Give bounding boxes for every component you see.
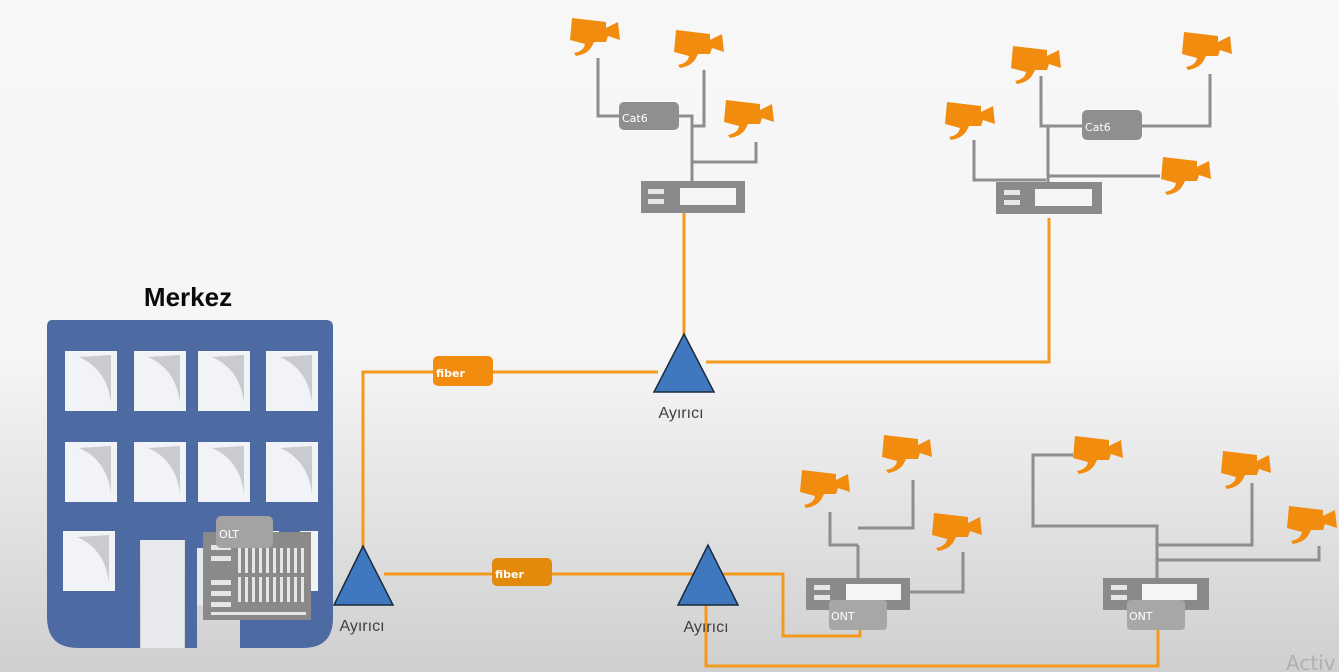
camera-icon xyxy=(1011,46,1061,84)
window xyxy=(65,351,117,411)
olt-port-bar xyxy=(259,548,262,573)
window xyxy=(266,442,318,502)
window xyxy=(134,351,186,411)
window xyxy=(63,531,115,591)
fiber-hq-to-top-splitter xyxy=(361,370,658,550)
splitter-hq: Ayırıcı xyxy=(332,544,395,635)
olt-port-bar xyxy=(238,577,241,602)
fiber-tag-top: fiber xyxy=(433,356,493,386)
olt-port-bar xyxy=(252,548,255,573)
ont-tag xyxy=(829,600,887,630)
activation-watermark: Activ xyxy=(1286,651,1336,672)
olt-port-bar xyxy=(259,577,262,602)
window xyxy=(65,442,117,502)
olt-port-bar xyxy=(294,548,297,573)
ont-label: ONT xyxy=(1129,610,1153,623)
olt-device: OLT xyxy=(203,516,311,620)
ont-right: ONT xyxy=(1103,578,1209,630)
camera-group-bottom-right xyxy=(1073,436,1337,544)
olt-port-bar xyxy=(287,548,290,573)
cat6-label: Cat6 xyxy=(622,112,648,125)
olt-ports xyxy=(238,548,304,602)
camera-icon xyxy=(800,470,850,508)
camera-icon xyxy=(882,435,932,473)
olt-port-bar xyxy=(252,577,255,602)
window xyxy=(266,351,318,411)
camera-icon xyxy=(570,18,620,56)
fiber-tag-bottom: fiber xyxy=(492,558,552,586)
copper-cables xyxy=(596,58,1321,594)
camera-icon xyxy=(1073,436,1123,474)
fiber-bottom-splitter-to-ont-right xyxy=(704,605,1160,668)
olt-port-bar xyxy=(294,577,297,602)
camera-icon xyxy=(724,100,774,138)
olt-port-bar xyxy=(266,548,269,573)
fiber-bottom-splitter-to-ont-left xyxy=(722,572,862,638)
camera-icon xyxy=(945,102,995,140)
olt-port-bar xyxy=(238,548,241,573)
olt-label: OLT xyxy=(219,528,239,541)
olt-port-bar xyxy=(280,548,283,573)
cat6-tag-left: Cat6 xyxy=(619,102,679,130)
olt-port-bar xyxy=(280,577,283,602)
camera-icon xyxy=(1287,506,1337,544)
switch-top-left xyxy=(641,181,745,213)
camera-icon xyxy=(932,513,982,551)
fiber-label: fiber xyxy=(495,568,524,581)
window xyxy=(134,442,186,502)
window xyxy=(198,442,250,502)
camera-icon xyxy=(674,30,724,68)
splitter-bottom: Ayırıcı xyxy=(676,543,740,636)
splitter-icon xyxy=(676,543,740,606)
fiber-top-splitter-to-switch-right xyxy=(706,218,1051,364)
camera-icon xyxy=(1221,451,1271,489)
splitter-label: Ayırıcı xyxy=(683,619,728,636)
olt-port-bar xyxy=(245,577,248,602)
splitter-icon xyxy=(652,332,716,393)
olt-tag xyxy=(216,516,273,548)
olt-port-bar xyxy=(273,577,276,602)
window xyxy=(198,351,250,411)
headquarters-title: Merkez xyxy=(144,282,232,312)
olt-port-bar xyxy=(301,577,304,602)
ont-left: ONT xyxy=(806,578,910,630)
splitter-label: Ayırıcı xyxy=(339,618,384,635)
olt-port-bar xyxy=(266,577,269,602)
camera-group-bottom-left xyxy=(800,435,982,551)
camera-icon xyxy=(1182,32,1232,70)
olt-port-bar xyxy=(301,548,304,573)
fiber-lines xyxy=(361,212,1160,668)
olt-port-bar xyxy=(273,548,276,573)
camera-icon xyxy=(1161,157,1211,195)
cat6-tag-right: Cat6 xyxy=(1082,110,1142,140)
ont-tag xyxy=(1127,600,1185,630)
olt-port-bar xyxy=(245,548,248,573)
cat6-label: Cat6 xyxy=(1085,121,1111,134)
fiber-label: fiber xyxy=(436,367,465,380)
splitter-icon xyxy=(332,544,395,606)
splitter-top: Ayırıcı xyxy=(652,332,716,422)
ont-label: ONT xyxy=(831,610,855,623)
switch-top-right xyxy=(996,182,1102,214)
splitter-label: Ayırıcı xyxy=(658,405,703,422)
olt-port-bar xyxy=(287,577,290,602)
building-door xyxy=(141,540,184,648)
